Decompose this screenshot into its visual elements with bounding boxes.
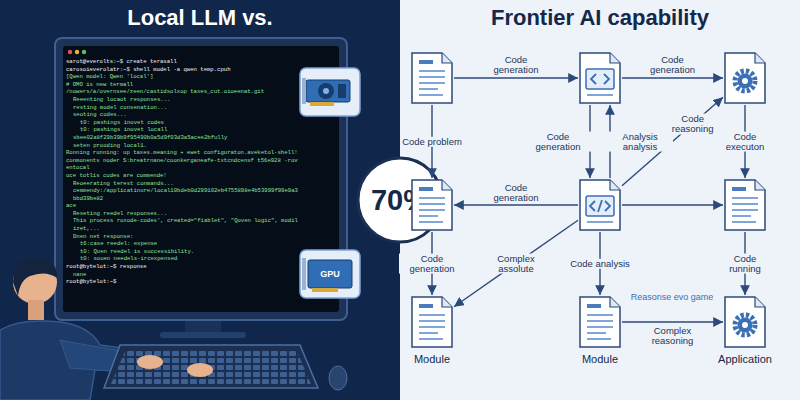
note-label: Reasonse evo game: [631, 292, 714, 302]
terminal-line: root@bytelot:~$: [66, 278, 298, 286]
gpu-icon: [300, 250, 360, 298]
node-caption: Module: [414, 353, 450, 365]
terminal-line: resting model consenation...: [66, 104, 298, 112]
terminal-line: nane: [66, 271, 298, 279]
document-node: [410, 51, 454, 105]
terminal-line: ace: [66, 202, 298, 210]
terminal-line: sarot@everolts:~$ create terasall: [66, 58, 298, 66]
left-panel: [0, 0, 400, 400]
flow-arrow: [454, 204, 578, 205]
flow-arrow: [622, 321, 723, 322]
terminal-line: Reseting reedel responses...: [66, 210, 298, 218]
document-shape: [578, 295, 622, 349]
terminal-line: Ronning running: up taxes.meaning + ewet…: [66, 149, 298, 157]
document-shape: [410, 51, 454, 105]
node-caption: Application: [718, 353, 772, 365]
terminal-line: cemmendy:/applicatinure/local10bdeb0d299…: [66, 187, 298, 202]
flow-arrow: [622, 77, 723, 78]
edge-label: Code generation: [483, 183, 549, 204]
terminal-line: seoting codes...: [66, 111, 298, 119]
document-node: [410, 178, 454, 232]
terminal-line: [Qwen model: Qwen 'local']: [66, 73, 298, 81]
document-node: Module: [410, 295, 454, 349]
terminal-line: seten prooding local1.: [66, 142, 298, 150]
flow-arrow: [622, 204, 723, 205]
terminal-line: This process roxode-codes', created="fia…: [66, 217, 298, 232]
panel-title: Local LLM vs.: [127, 5, 272, 31]
document-node: [723, 178, 767, 232]
terminal-line: carosoieverolatr:~$ shell model -a qwen …: [66, 66, 298, 74]
terminal-line: t6:case reedel: expense: [66, 240, 298, 248]
terminal-text: sarot@everolts:~$ create terasallcarosoi…: [66, 58, 298, 308]
edge-label: Code reasoning: [660, 113, 726, 134]
document-shape: [723, 295, 767, 349]
document-node: [578, 51, 622, 105]
terminal-line: t0: pashings inovet locall: [66, 126, 298, 134]
edge-label: Code generation: [525, 131, 591, 152]
edge-label: Code running: [718, 253, 773, 274]
terminal-line: /nowers/a/overnsee/zeen/castidsolxop tax…: [66, 88, 298, 96]
document-node: [578, 178, 622, 232]
gpu-label: GPU: [320, 269, 340, 279]
panel-title: Frontier AI capability: [491, 5, 709, 31]
document-node: Application: [723, 295, 767, 349]
terminal-line: conmonents noder S:breatrnane/coonkergan…: [66, 157, 298, 172]
document-shape: [723, 51, 767, 105]
terminal-line: Dnen net response:: [66, 233, 298, 241]
node-caption: Module: [582, 353, 618, 365]
document-node: [723, 51, 767, 105]
terminal-line: Reoeerating terest conmands...: [66, 180, 298, 188]
terminal-line: root@bytelot:~$ response: [66, 263, 298, 271]
edge-label: Code analysis: [568, 258, 632, 268]
document-shape: [410, 295, 454, 349]
edge-label: Complex reasoning: [640, 326, 706, 347]
edge-label: Code generation: [399, 253, 465, 274]
keyboard: [104, 345, 347, 390]
edge-label: Code problem: [400, 136, 464, 146]
right-panel: [400, 0, 800, 400]
document-shape: [723, 178, 767, 232]
terminal-line: sbee02a8f29b39b9f95490b0a5d9f03d3a5acee2…: [66, 134, 298, 142]
terminal-line: t0: Quen reedel is successibility.: [66, 248, 298, 256]
terminal-line: t0: souen needels-ircexpensed: [66, 255, 298, 263]
edge-label: Complex assolute: [483, 253, 549, 274]
flow-arrow: [454, 77, 578, 78]
flow-arrow: [454, 220, 578, 306]
edge-label: Code executon: [718, 131, 773, 152]
document-shape: [578, 51, 622, 105]
gpu-icon: [300, 68, 360, 116]
terminal-line: t0: pashings inovet codes: [66, 119, 298, 127]
edge-label: Code generation: [483, 55, 549, 76]
edge-label: Code generation: [640, 55, 706, 76]
document-shape: [578, 178, 622, 232]
document-node: Module: [578, 295, 622, 349]
terminal-line: Reeenting locaot responses...: [66, 96, 298, 104]
document-shape: [410, 178, 454, 232]
terminal-line: oce totlis codes are commende!: [66, 172, 298, 180]
terminal-line: # OMO is new termall: [66, 81, 298, 89]
